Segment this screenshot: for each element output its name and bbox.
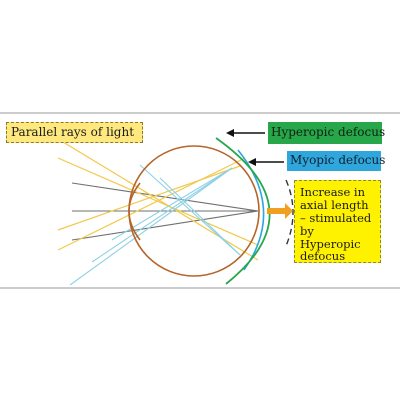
parallel-rays-label: Parallel rays of light — [6, 122, 143, 143]
axial-length-label: Increase in axial length – stimulated by… — [294, 180, 381, 263]
blue-ray — [69, 167, 233, 286]
myopic-defocus-arc — [237, 149, 265, 271]
yellow-ray — [57, 157, 259, 246]
yellow-ray — [57, 165, 241, 231]
left-arrow-icon — [226, 129, 265, 137]
gray-ray — [71, 210, 259, 241]
left-arrow-icon — [248, 158, 284, 166]
blue-ray — [91, 167, 233, 263]
yellow-ray — [57, 157, 246, 251]
gray-rays — [71, 182, 259, 241]
axial-growth-dashed-arc — [285, 179, 294, 247]
myopic-defocus-label: Myopic defocus — [287, 151, 385, 171]
right-arrow-icon — [267, 203, 293, 219]
cornea — [128, 182, 141, 241]
blue-rays — [69, 164, 241, 286]
blue-ray — [159, 177, 241, 256]
blue-ray — [139, 164, 241, 256]
hyperopic-defocus-label: Hyperopic defocus — [268, 122, 385, 144]
